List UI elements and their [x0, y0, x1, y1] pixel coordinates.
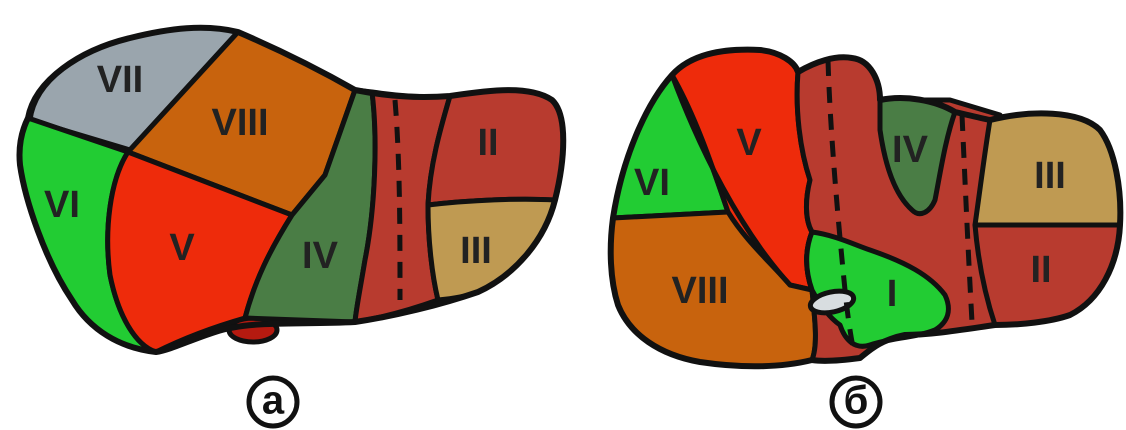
caption-b: б: [844, 379, 869, 423]
label-iii-a: III: [460, 230, 492, 272]
label-ii-b: II: [1030, 249, 1051, 291]
label-vii-a: VII: [97, 59, 143, 101]
label-viii-b: VIII: [671, 270, 728, 312]
label-i-b: I: [887, 273, 898, 315]
label-vi-b: VI: [634, 162, 670, 204]
label-iv-b: IV: [892, 129, 929, 171]
label-viii-a: VIII: [211, 102, 268, 144]
label-vi-a: VI: [44, 184, 80, 226]
label-v-a: V: [169, 227, 195, 269]
label-ii-a: II: [477, 122, 498, 164]
label-v-b: V: [736, 122, 762, 164]
label-iv-a: IV: [302, 235, 339, 277]
diagram-a: VII VIII VI V IV II III а: [19, 28, 563, 426]
diagram-b: VI V VIII IV III II I б: [611, 50, 1121, 426]
caption-a: а: [262, 379, 285, 423]
label-iii-b: III: [1034, 155, 1066, 197]
